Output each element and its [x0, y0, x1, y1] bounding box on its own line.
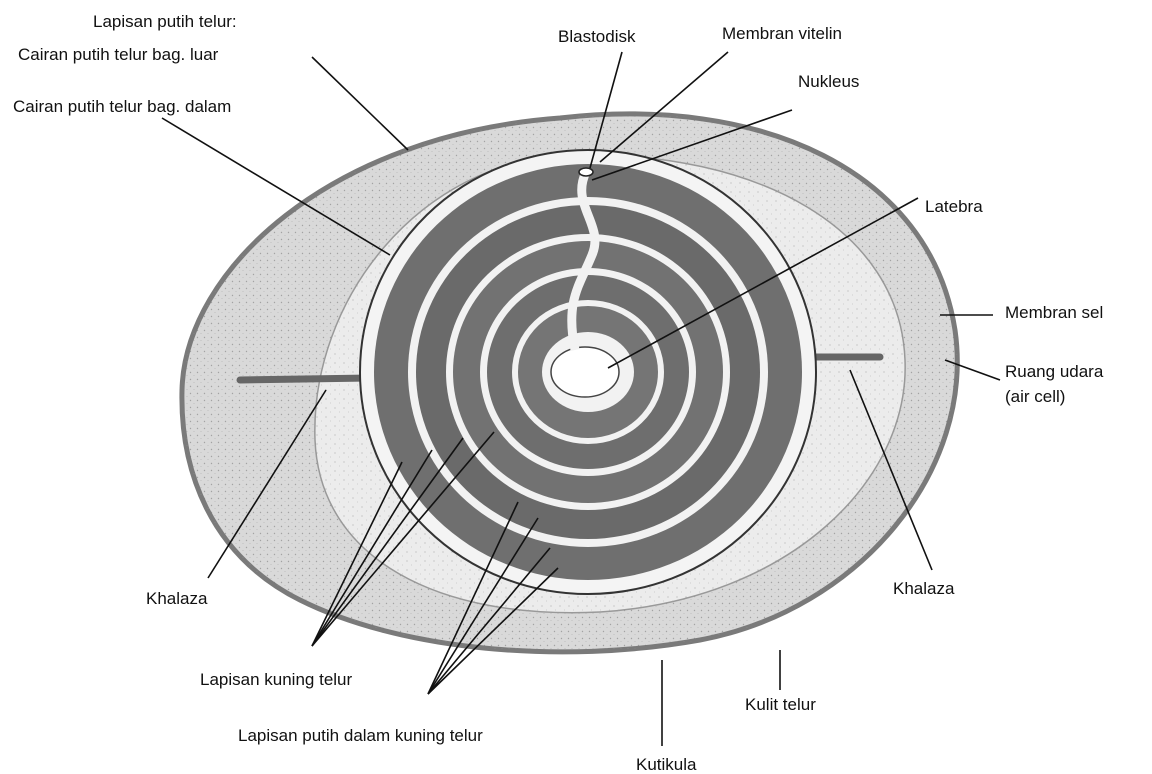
label-nucleus: Nukleus: [798, 72, 859, 91]
label-latebra: Latebra: [925, 197, 983, 216]
blastodisk: [579, 168, 593, 176]
label-outer-albumen: Cairan putih telur bag. luar: [18, 45, 219, 64]
label-chalaza-left: Khalaza: [146, 589, 208, 608]
label-air-cell-2: (air cell): [1005, 387, 1065, 406]
yolk: [360, 150, 816, 594]
label-outer-albumen-heading: Lapisan putih telur:: [93, 12, 237, 31]
label-chalaza-right: Khalaza: [893, 579, 955, 598]
label-cuticle: Kutikula: [636, 755, 697, 774]
label-yolk-layers: Lapisan kuning telur: [200, 670, 353, 689]
label-white-yolk-layers: Lapisan putih dalam kuning telur: [238, 726, 483, 745]
label-vitelline-membrane: Membran vitelin: [722, 24, 842, 43]
label-air-cell-1: Ruang udara: [1005, 362, 1104, 381]
label-shell: Kulit telur: [745, 695, 816, 714]
label-blastodisk: Blastodisk: [558, 27, 636, 46]
leader-outer-albumen: [312, 57, 408, 150]
chalaza-left: [240, 378, 370, 380]
label-inner-albumen: Cairan putih telur bag. dalam: [13, 97, 231, 116]
label-cell-membrane: Membran sel: [1005, 303, 1103, 322]
